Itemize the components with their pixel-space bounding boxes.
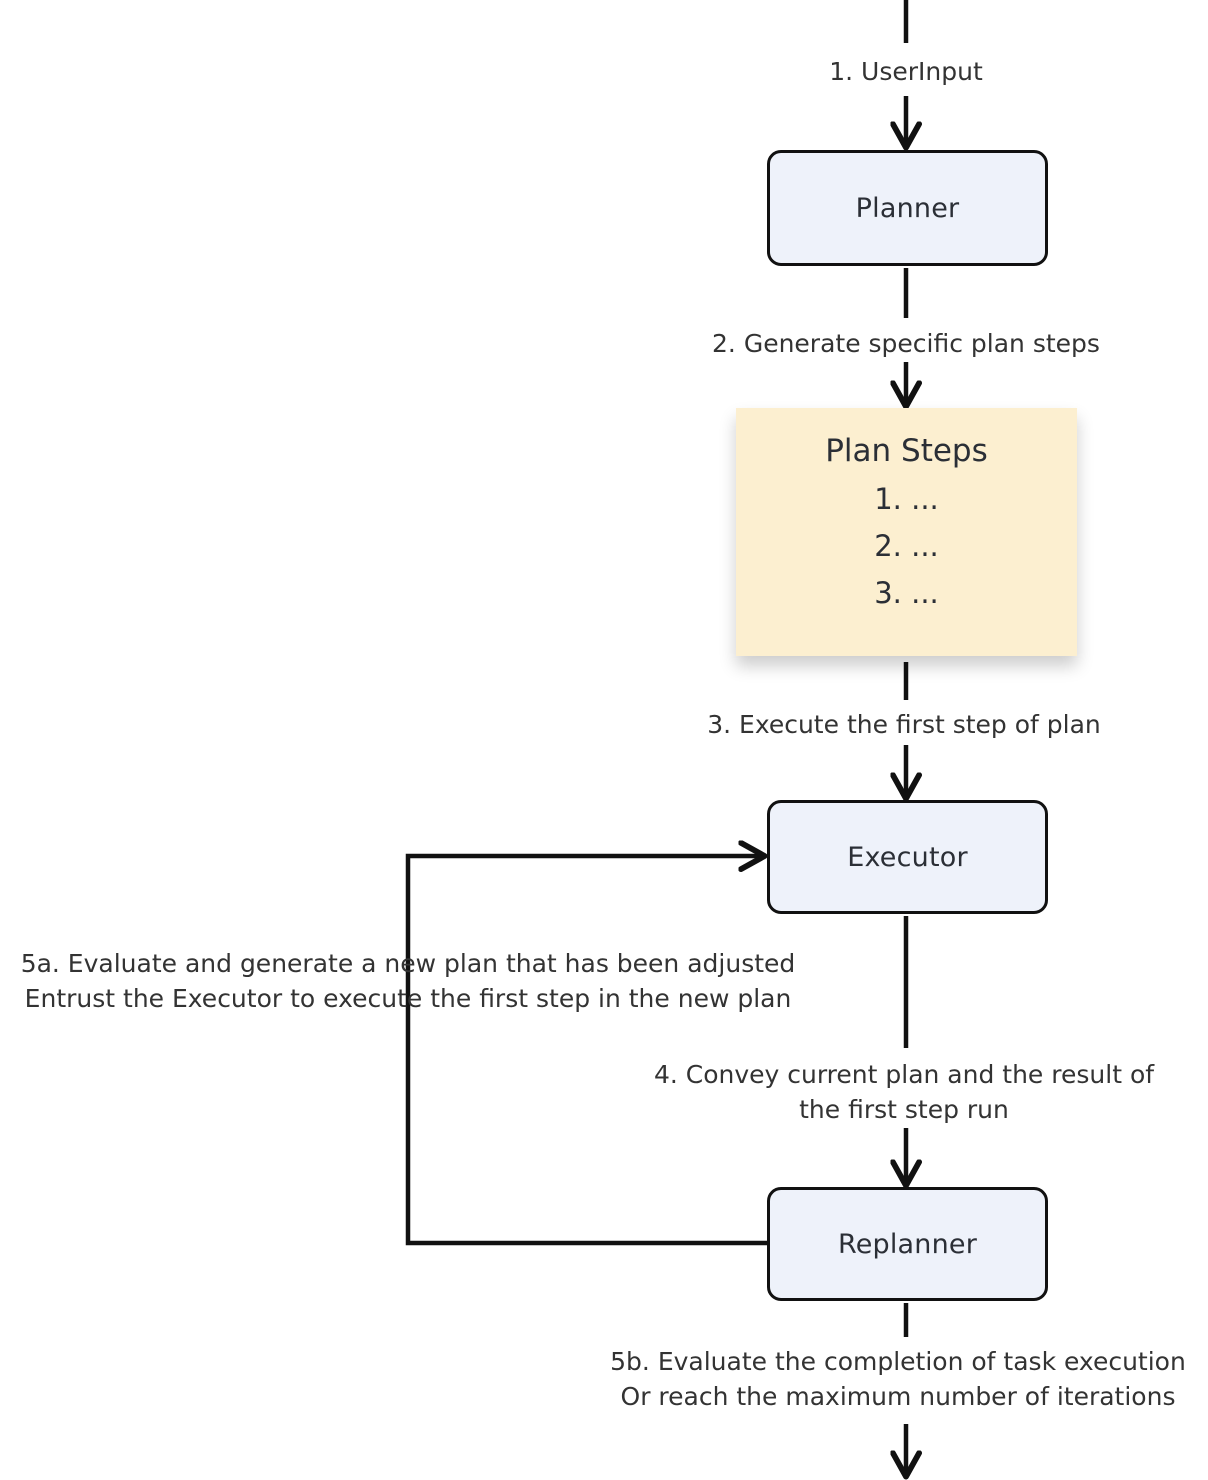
node-replanner[interactable]: Replanner (767, 1187, 1048, 1301)
edge-label-convey-current-plan: 4. Convey current plan and the result of… (653, 1060, 1155, 1124)
edge-replanner-to-executor-feedback (405, 856, 767, 1246)
node-planner-label: Planner (855, 192, 960, 224)
edge-label-evaluate-completion: 5b. Evaluate the completion of task exec… (610, 1347, 1186, 1411)
node-planner[interactable]: Planner (767, 150, 1048, 266)
plan-steps-item: 2. ... (874, 528, 939, 563)
plan-steps-title: Plan Steps (825, 433, 988, 469)
edge-label-execute-first-step: 3. Execute the first step of plan (707, 710, 1101, 739)
plan-steps-item: 1. ... (874, 481, 939, 516)
node-replanner-label: Replanner (837, 1228, 978, 1260)
edge-label-generate-plan-steps: 2. Generate specific plan steps (712, 329, 1100, 358)
edge-label-replan-feedback: 5a. Evaluate and generate a new plan tha… (20, 949, 796, 1013)
edge-label-user-input: 1. UserInput (829, 57, 983, 86)
node-plan-steps[interactable]: Plan Steps 1. ... 2. ... 3. ... (736, 408, 1077, 656)
plan-steps-list: 1. ... 2. ... 3. ... (874, 476, 939, 617)
plan-steps-item: 3. ... (874, 575, 939, 610)
node-executor-label: Executor (847, 841, 968, 873)
node-executor[interactable]: Executor (767, 800, 1048, 914)
